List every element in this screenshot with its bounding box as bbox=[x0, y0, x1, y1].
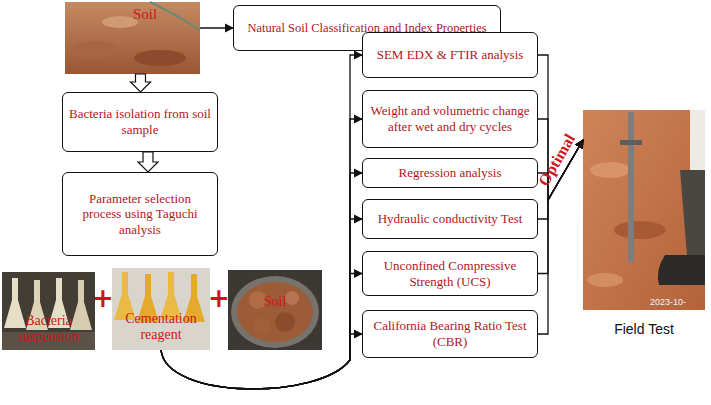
process-box: Bacteria isolation from soil sample bbox=[62, 92, 218, 152]
connector-arrow bbox=[161, 173, 362, 389]
soil-clump bbox=[275, 312, 295, 332]
connector-arrow bbox=[161, 274, 362, 389]
soil-clumps bbox=[237, 282, 313, 342]
soil-clump bbox=[254, 318, 270, 334]
test-box: SEM EDX & FTIR analysis bbox=[362, 32, 538, 78]
photo-label: Cementation reagent bbox=[112, 311, 210, 342]
photo-background bbox=[228, 270, 322, 350]
connector-arrow bbox=[161, 119, 362, 389]
box-text: SEM EDX & FTIR analysis bbox=[377, 47, 524, 63]
photo-background bbox=[583, 110, 705, 310]
bowl bbox=[231, 276, 319, 348]
box-text: California Bearing Ratio Test (CBR) bbox=[368, 318, 532, 349]
soil-texture bbox=[73, 41, 117, 59]
box-text: Parameter selection process using Taguch… bbox=[68, 191, 212, 238]
connector-arrow bbox=[161, 55, 362, 389]
bacteria-photo: Bacteria suspension bbox=[2, 272, 95, 350]
hose bbox=[150, 2, 200, 30]
trousers bbox=[680, 170, 705, 255]
box-text: Regression analysis bbox=[399, 165, 502, 181]
cementation-reagent-photo bbox=[112, 268, 210, 350]
ground-texture bbox=[590, 162, 630, 178]
soil-texture bbox=[102, 16, 138, 28]
field-test-photo: Field Test bbox=[583, 110, 705, 310]
plus-sign: + bbox=[208, 283, 230, 313]
plus-sign: + bbox=[92, 283, 114, 313]
flask bbox=[4, 278, 26, 328]
test-box: Unconfined Compressive Strength (UCS) bbox=[362, 251, 538, 296]
photo-label: Bacteria suspension bbox=[2, 313, 95, 344]
soil-sample-photo bbox=[228, 270, 322, 350]
reagent-photo: Cementation reagent bbox=[112, 268, 210, 350]
optimal-label: Optimal bbox=[535, 131, 579, 189]
test-box: Weight and volumetric change after wet a… bbox=[362, 90, 538, 148]
soil-photo bbox=[65, 2, 200, 74]
test-box: Regression analysis bbox=[362, 158, 538, 188]
block-arrow bbox=[131, 74, 151, 92]
connector-arrow bbox=[161, 334, 362, 389]
photo-background bbox=[112, 268, 210, 350]
ground-texture bbox=[614, 221, 666, 239]
photo-label: Soil bbox=[133, 6, 157, 23]
connector-arrow bbox=[161, 219, 362, 389]
process-box: Parameter selection process using Taguch… bbox=[62, 172, 218, 256]
soil-texture bbox=[134, 50, 186, 66]
probe-handle bbox=[620, 140, 642, 145]
bacteria-suspension-photo bbox=[2, 272, 95, 350]
block-arrow bbox=[138, 152, 158, 172]
date-stamp: 2023-10- bbox=[650, 297, 686, 307]
soil-ground bbox=[65, 2, 200, 74]
box-text: Weight and volumetric change after wet a… bbox=[368, 103, 532, 134]
boots bbox=[658, 255, 705, 285]
test-box: Hydraulic conductivity Test bbox=[362, 199, 538, 239]
box-text: Bacteria isolation from soil sample bbox=[68, 106, 212, 137]
box-text: Unconfined Compressive Strength (UCS) bbox=[368, 258, 532, 289]
box-text: Hydraulic conductivity Test bbox=[378, 211, 523, 227]
soil-clump bbox=[285, 291, 299, 305]
ground-texture bbox=[587, 273, 623, 287]
flask bbox=[70, 280, 92, 330]
soil-sample-photo: Soil bbox=[228, 270, 322, 350]
photo-label: Field Test bbox=[573, 322, 711, 337]
photo-background bbox=[2, 272, 95, 350]
photo-label: Soil bbox=[228, 294, 322, 309]
connector-arrow bbox=[200, 27, 233, 28]
test-box: California Bearing Ratio Test (CBR) bbox=[362, 310, 538, 358]
soil-photo: Soil bbox=[65, 2, 200, 74]
field-test-photo bbox=[583, 110, 705, 310]
cloth bbox=[690, 110, 705, 170]
probe-rod bbox=[628, 112, 634, 262]
